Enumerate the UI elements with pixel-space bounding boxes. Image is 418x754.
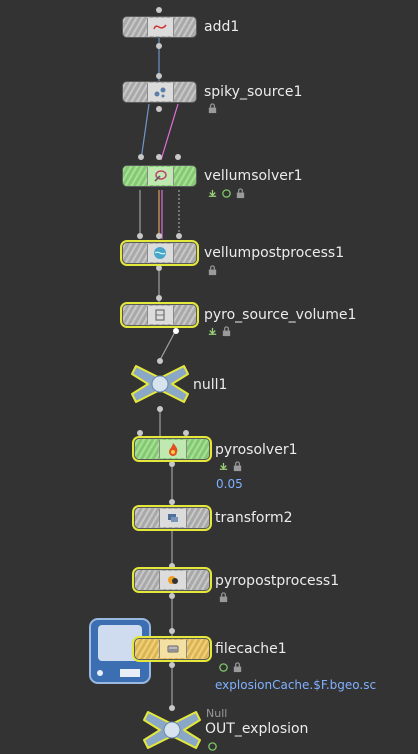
vellum-icon <box>154 170 168 182</box>
node-transform2[interactable] <box>132 505 212 531</box>
lock-icon <box>236 187 245 198</box>
node-label: null1 <box>193 377 228 393</box>
node-label: vellumsolver1 <box>204 168 303 184</box>
node-flags <box>218 661 243 673</box>
volume-icon <box>155 309 166 321</box>
node-label: add1 <box>204 19 240 35</box>
transform-icon <box>167 514 178 522</box>
node-flags <box>207 740 218 752</box>
node-label: pyrosolver1 <box>215 442 298 458</box>
particles-icon <box>154 87 166 98</box>
render-icon <box>167 576 178 584</box>
circle-icon <box>222 188 231 198</box>
lock-icon <box>233 661 242 672</box>
node-filecache1[interactable] <box>132 636 212 662</box>
node-flags <box>207 264 218 276</box>
node-label: pyropostprocess1 <box>215 573 340 589</box>
node-label: vellumpostprocess1 <box>204 245 345 261</box>
circle-icon <box>208 741 217 751</box>
node-flags <box>207 325 232 337</box>
node-label: transform2 <box>215 510 293 526</box>
node-label: spiky_source1 <box>204 84 303 100</box>
curve-icon <box>153 24 168 30</box>
node-flags <box>207 187 246 199</box>
lock-icon <box>219 591 228 602</box>
download-icon <box>208 189 217 197</box>
node-label: pyro_source_volume1 <box>204 307 357 323</box>
download-icon <box>208 327 217 335</box>
node-spiky-source1[interactable] <box>122 81 197 103</box>
node-flags <box>207 102 218 114</box>
lock-icon <box>208 264 217 275</box>
node-pyropostprocess1[interactable] <box>132 567 212 593</box>
node-sublabel: explosionCache.$F.bgeo.sc <box>215 678 377 692</box>
node-pyrosolver1[interactable] <box>132 436 212 462</box>
lock-icon <box>208 102 217 113</box>
download-icon <box>219 462 228 470</box>
node-pyro-source-volume1[interactable] <box>120 302 199 328</box>
node-add1[interactable] <box>122 16 197 38</box>
node-flags <box>218 591 229 603</box>
node-vellumsolver1[interactable] <box>122 165 197 187</box>
fire-icon <box>168 443 178 456</box>
node-label: OUT_explosion <box>205 721 309 737</box>
node-label: filecache1 <box>215 641 287 657</box>
disk-icon <box>167 645 179 653</box>
disk-badge-icon <box>89 618 151 684</box>
node-flags <box>218 460 243 472</box>
node-null1[interactable] <box>130 360 190 408</box>
lock-icon <box>222 325 231 336</box>
node-type-hint: Null <box>206 707 228 720</box>
globe-icon <box>154 247 167 259</box>
circle-icon <box>219 662 228 672</box>
node-sublabel: 0.05 <box>216 477 243 491</box>
lock-icon <box>233 460 242 471</box>
node-vellumpostprocess1[interactable] <box>120 240 199 266</box>
node-out-explosion[interactable] <box>142 706 202 754</box>
